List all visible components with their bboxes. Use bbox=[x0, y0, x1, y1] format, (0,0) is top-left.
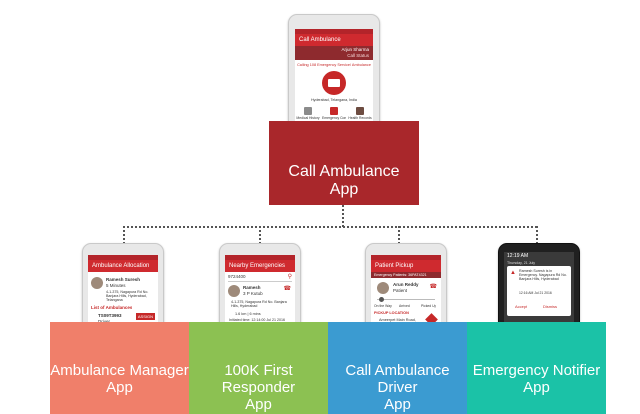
notice-time: 12:16 AM Jul 21 2016 bbox=[519, 291, 552, 295]
call-ambulance-app-label: Call Ambulance App bbox=[269, 163, 419, 199]
contacts-icon bbox=[330, 107, 338, 115]
phone-icon[interactable]: ☎ bbox=[283, 286, 291, 292]
label-line2: App bbox=[384, 396, 411, 413]
person-sub: Patient bbox=[393, 288, 408, 293]
progress-dot[interactable] bbox=[379, 297, 384, 302]
search-icon[interactable]: ⚲ bbox=[287, 274, 292, 280]
connector-drop-1 bbox=[123, 226, 125, 244]
sub-bar: Emergency Patients: 36PAT4321 bbox=[371, 272, 441, 278]
person-name: Ramesh Suresh bbox=[106, 277, 141, 282]
assign-button[interactable]: ASSIGN bbox=[135, 313, 155, 320]
label-line1: Call Ambulance Driver bbox=[345, 362, 450, 396]
connector-horizontal bbox=[123, 226, 537, 228]
user-name: Arjun Sharma bbox=[341, 47, 369, 52]
step-label: Picked Up bbox=[421, 304, 437, 308]
user-sub: Call Status bbox=[347, 53, 369, 58]
search-input[interactable]: 9724400 ⚲ bbox=[228, 274, 292, 282]
phone-icon[interactable]: ☎ bbox=[429, 284, 437, 290]
ambulance-manager-label: Ambulance Manager App bbox=[50, 362, 189, 396]
avatar bbox=[91, 277, 103, 289]
appbar-title: Nearby Emergencies bbox=[225, 260, 295, 272]
progress-track bbox=[377, 299, 435, 300]
lock-time: 12:19 AM bbox=[507, 253, 529, 259]
appbar-title: Ambulance Allocation bbox=[88, 260, 158, 272]
initiated-time: Initiated time: 12:14:00 Jul 21 2016 bbox=[229, 318, 285, 322]
emergency-notifier-app-box: Emergency Notifier App bbox=[467, 322, 606, 414]
user-banner: Arjun Sharma Call Status bbox=[295, 46, 373, 60]
person-sub: 3 P Kutub bbox=[243, 291, 263, 296]
appbar-title: Call Ambulance bbox=[295, 34, 373, 46]
medical-history-button[interactable]: Medical History bbox=[296, 107, 320, 121]
section-title: PICKUP LOCATION bbox=[374, 311, 409, 315]
records-icon bbox=[356, 107, 364, 115]
lock-date: Thursday, 21 July bbox=[507, 261, 536, 265]
driver-app-box: Call Ambulance Driver App bbox=[328, 322, 467, 414]
ambulance-icon bbox=[328, 79, 340, 87]
label-line2: App bbox=[245, 396, 272, 413]
list-title: List of Ambulances bbox=[91, 305, 133, 310]
call-ambulance-app-box: Call Ambulance App bbox=[269, 121, 419, 205]
ambulance-manager-app-box: Ambulance Manager App bbox=[50, 322, 189, 414]
first-responder-app-box: 100K First Responder App bbox=[189, 322, 328, 414]
avatar bbox=[228, 285, 240, 297]
label-line2: App bbox=[329, 181, 359, 198]
action-label: Emergency Contacts bbox=[322, 116, 346, 120]
person-name: Arun Reddy bbox=[393, 282, 419, 287]
appbar-title: Patient Pickup bbox=[371, 260, 441, 272]
action-label: Health Records bbox=[348, 116, 372, 120]
driver-label: Call Ambulance Driver App bbox=[328, 362, 467, 413]
action-label: Medical History bbox=[296, 116, 320, 120]
connector-drop-4 bbox=[536, 226, 538, 244]
ambulance-call-button[interactable] bbox=[322, 71, 346, 95]
avatar bbox=[377, 282, 389, 294]
health-records-button[interactable]: Health Records bbox=[348, 107, 372, 121]
emergency-notifier-label: Emergency Notifier App bbox=[467, 362, 606, 396]
ambulance-id: TS09T3993 bbox=[98, 313, 122, 318]
accept-button[interactable]: Accept bbox=[515, 304, 528, 309]
label-line2: App bbox=[523, 379, 550, 396]
emergency-contacts-button[interactable]: Emergency Contacts bbox=[322, 107, 346, 121]
first-responder-label: 100K First Responder App bbox=[189, 362, 328, 413]
ambulance-sub: Driver bbox=[98, 319, 110, 325]
notification-card[interactable]: ▲ Ramesh Suresh is in Emergency. Nagapur… bbox=[507, 266, 571, 316]
medical-icon bbox=[304, 107, 312, 115]
connector-drop-3 bbox=[398, 226, 400, 244]
connector-vertical-top bbox=[342, 205, 344, 227]
status-text: Calling 108 Emergency Service/ Ambulance bbox=[297, 63, 371, 67]
step-label: Arrived bbox=[399, 304, 410, 308]
dismiss-button[interactable]: Dismiss bbox=[543, 304, 557, 309]
label-line1: Ambulance Manager bbox=[50, 362, 189, 379]
label-line2: App bbox=[106, 379, 133, 396]
address: 4-1-375, Nagapura Rd No. Banjara Hills, … bbox=[106, 290, 149, 303]
label-line1: Emergency Notifier bbox=[472, 362, 601, 379]
person-sub: 5 Minutes bbox=[106, 283, 126, 288]
connector-drop-2 bbox=[259, 226, 261, 244]
location-text: Hyderabad, Telangana, India bbox=[311, 98, 357, 102]
alert-icon: ▲ bbox=[510, 270, 516, 276]
distance: 1.6 km | 6 mins bbox=[235, 312, 261, 316]
label-line1: Call Ambulance bbox=[288, 163, 400, 180]
label-line1: 100K First Responder bbox=[221, 362, 296, 396]
pickup-location: Ameerpet Main Road, bbox=[379, 318, 416, 322]
person-name: Ramesh bbox=[243, 285, 261, 290]
search-text: 9724400 bbox=[228, 274, 246, 279]
address: 4-1-375, Nagapura Rd No. Banjara Hills, … bbox=[231, 300, 287, 309]
step-label: On the Way bbox=[374, 304, 392, 308]
notice-text: Ramesh Suresh is in Emergency. Nagapura … bbox=[519, 269, 567, 282]
